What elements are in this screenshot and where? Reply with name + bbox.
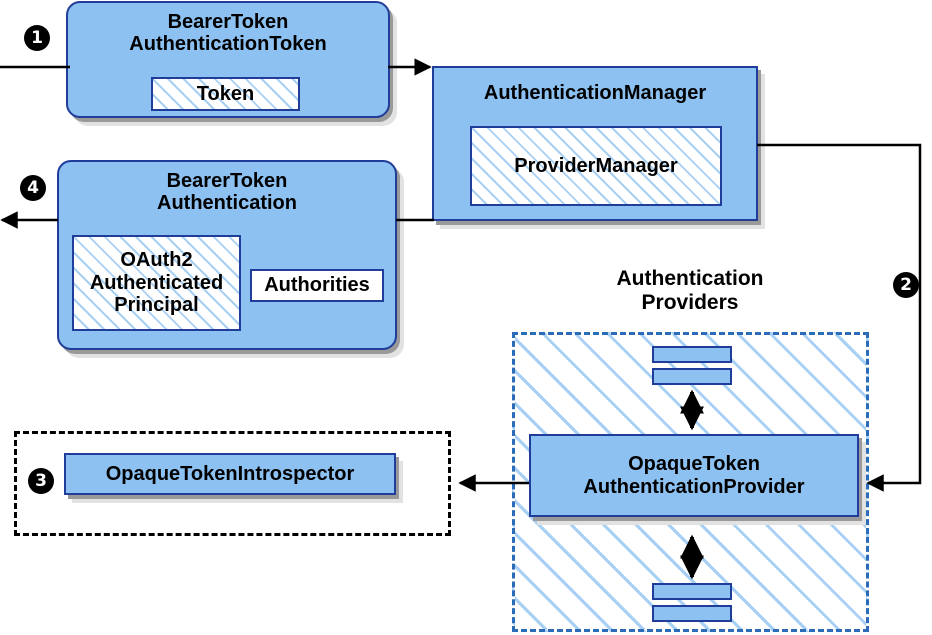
- provider-manager-inner-box[interactable]: ProviderManager: [470, 126, 722, 206]
- opaque-token-authentication-provider-node[interactable]: OpaqueToken AuthenticationProvider: [529, 434, 859, 517]
- authentication-manager-label: AuthenticationManager: [483, 82, 707, 104]
- oauth2-authenticated-principal-box[interactable]: OAuth2 Authenticated Principal: [72, 235, 241, 331]
- step-marker-2: 2: [893, 272, 919, 298]
- token-inner-box[interactable]: Token: [151, 77, 300, 111]
- authentication-providers-caption: Authentication Providers: [616, 267, 764, 314]
- opaque-token-introspector-node[interactable]: OpaqueTokenIntrospector: [64, 453, 396, 495]
- provider-stack-top-bar-1: [652, 346, 732, 363]
- introspector-group-container: [14, 431, 451, 536]
- step-marker-4: 4: [20, 175, 46, 201]
- provider-stack-bottom-bar-1: [652, 583, 732, 600]
- opaque-token-introspector-label: OpaqueTokenIntrospector: [105, 462, 355, 485]
- step-marker-1: 1: [24, 25, 50, 51]
- authorities-box[interactable]: Authorities: [250, 269, 384, 302]
- provider-stack-bottom-bar-2: [652, 605, 732, 622]
- provider-stack-top-bar-2: [652, 368, 732, 385]
- bearer-token-authentication-label: BearerToken Authentication: [157, 170, 297, 215]
- bearer-token-authentication-token-label: BearerToken AuthenticationToken: [129, 11, 327, 56]
- step-marker-3: 3: [28, 468, 54, 494]
- opaque-token-authentication-provider-label: OpaqueToken AuthenticationProvider: [583, 453, 805, 498]
